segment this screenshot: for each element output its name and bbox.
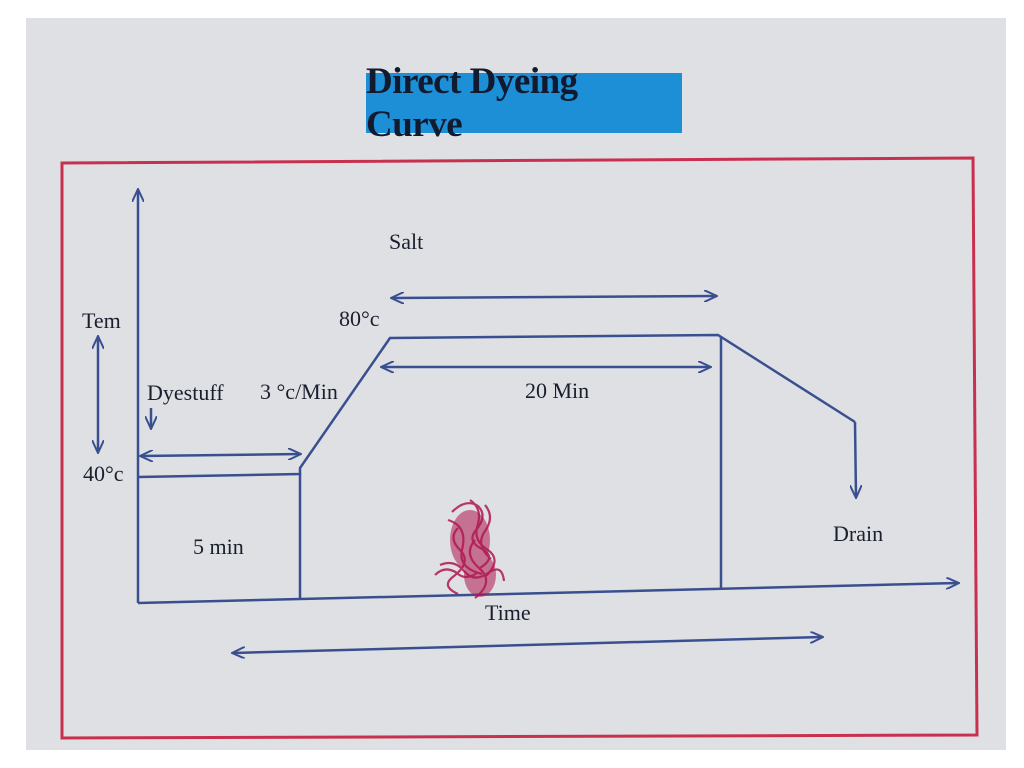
photo-background bbox=[26, 18, 1006, 750]
drain-label: Drain bbox=[833, 521, 883, 546]
total-time-double-arrow bbox=[233, 637, 822, 653]
dyestuff-double-arrow bbox=[141, 454, 300, 456]
temp-low-label: 40°c bbox=[83, 461, 124, 486]
initial-time-label: 5 min bbox=[193, 534, 244, 559]
temp-high-label: 80°c bbox=[339, 306, 380, 331]
hold-time-label: 20 Min bbox=[525, 378, 589, 403]
temperature-curve bbox=[137, 333, 856, 479]
title-banner: Direct Dyeing Curve bbox=[366, 61, 682, 145]
tem-label: Tem bbox=[82, 308, 121, 333]
diagram-title: Direct Dyeing Curve bbox=[366, 61, 578, 145]
salt-label: Salt bbox=[389, 229, 423, 254]
rate-label: 3 °c/Min bbox=[260, 379, 338, 404]
diagram-frame bbox=[60, 156, 979, 740]
time-axis-label: Time bbox=[485, 600, 531, 625]
drain-arrow bbox=[855, 421, 856, 497]
x-axis bbox=[137, 583, 958, 605]
dyestuff-label: Dyestuff bbox=[147, 380, 224, 405]
salt-double-arrow bbox=[392, 296, 716, 298]
